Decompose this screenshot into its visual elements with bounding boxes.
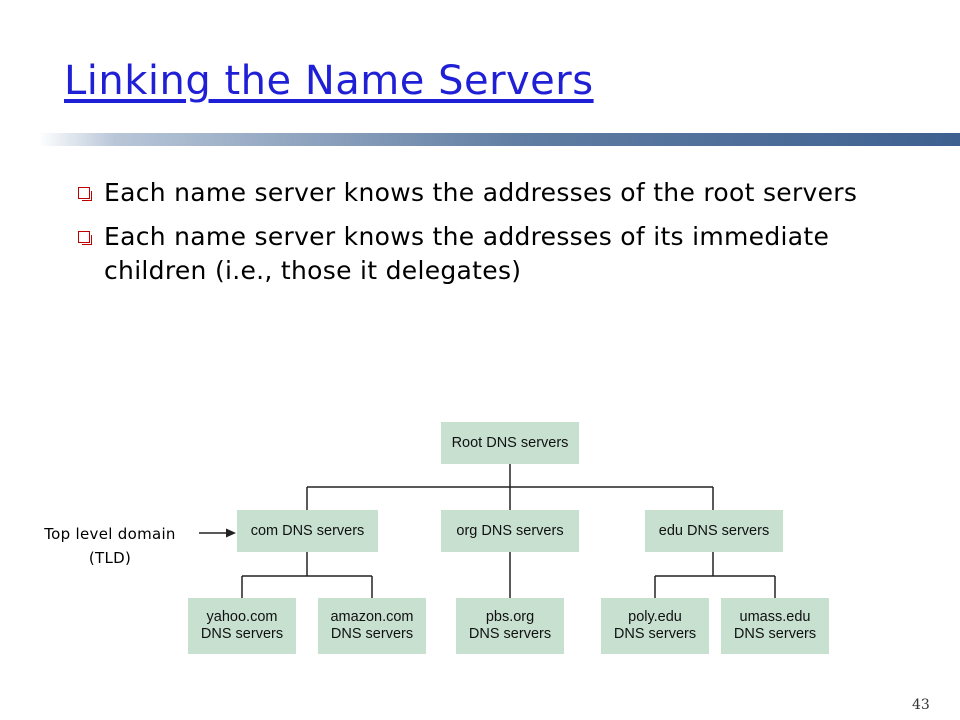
slide-title: Linking the Name Servers [64, 58, 594, 104]
checkbox-bullet-icon [78, 231, 92, 245]
page-number: 43 [912, 697, 930, 713]
node-label-line1: poly.edu [628, 609, 682, 625]
node-label: edu DNS servers [658, 522, 770, 539]
bullet-list: Each name server knows the addresses of … [78, 176, 918, 298]
node-label: com DNS servers [250, 522, 365, 539]
checkbox-bullet-icon [78, 187, 92, 201]
node-label-line2: DNS servers [613, 626, 697, 642]
tld-annotation: Top level domain (TLD) [20, 522, 200, 570]
bullet-text: Each name server knows the addresses of … [104, 178, 858, 207]
node-label: org DNS servers [456, 522, 564, 539]
arrowhead-icon [226, 528, 236, 538]
node-label-line2: DNS servers [330, 626, 414, 642]
node-label: Root DNS servers [451, 434, 569, 451]
node-label-line2: DNS servers [468, 626, 552, 642]
node-root-dns: Root DNS servers [441, 422, 579, 464]
bullet-item: Each name server knows the addresses of … [78, 176, 918, 210]
bullet-text: Each name server knows the addresses of … [104, 222, 830, 285]
node-org-dns: org DNS servers [441, 510, 579, 552]
tld-annotation-line2: (TLD) [88, 549, 132, 567]
node-pbs-dns: pbs.org DNS servers [456, 598, 564, 654]
node-amazon-dns: amazon.com DNS servers [318, 598, 426, 654]
node-edu-dns: edu DNS servers [645, 510, 783, 552]
node-yahoo-dns: yahoo.com DNS servers [188, 598, 296, 654]
tld-annotation-line1: Top level domain [44, 525, 176, 543]
node-label-line2: DNS servers [733, 626, 817, 642]
node-com-dns: com DNS servers [237, 510, 378, 552]
node-label-line1: umass.edu [739, 609, 811, 625]
title-divider-bar [0, 133, 960, 146]
bullet-item: Each name server knows the addresses of … [78, 220, 918, 288]
node-label-line1: amazon.com [330, 609, 414, 625]
node-umass-dns: umass.edu DNS servers [721, 598, 829, 654]
node-label-line2: DNS servers [200, 626, 284, 642]
node-poly-dns: poly.edu DNS servers [601, 598, 709, 654]
node-label-line1: yahoo.com [206, 609, 278, 625]
node-label-line1: pbs.org [485, 609, 535, 625]
